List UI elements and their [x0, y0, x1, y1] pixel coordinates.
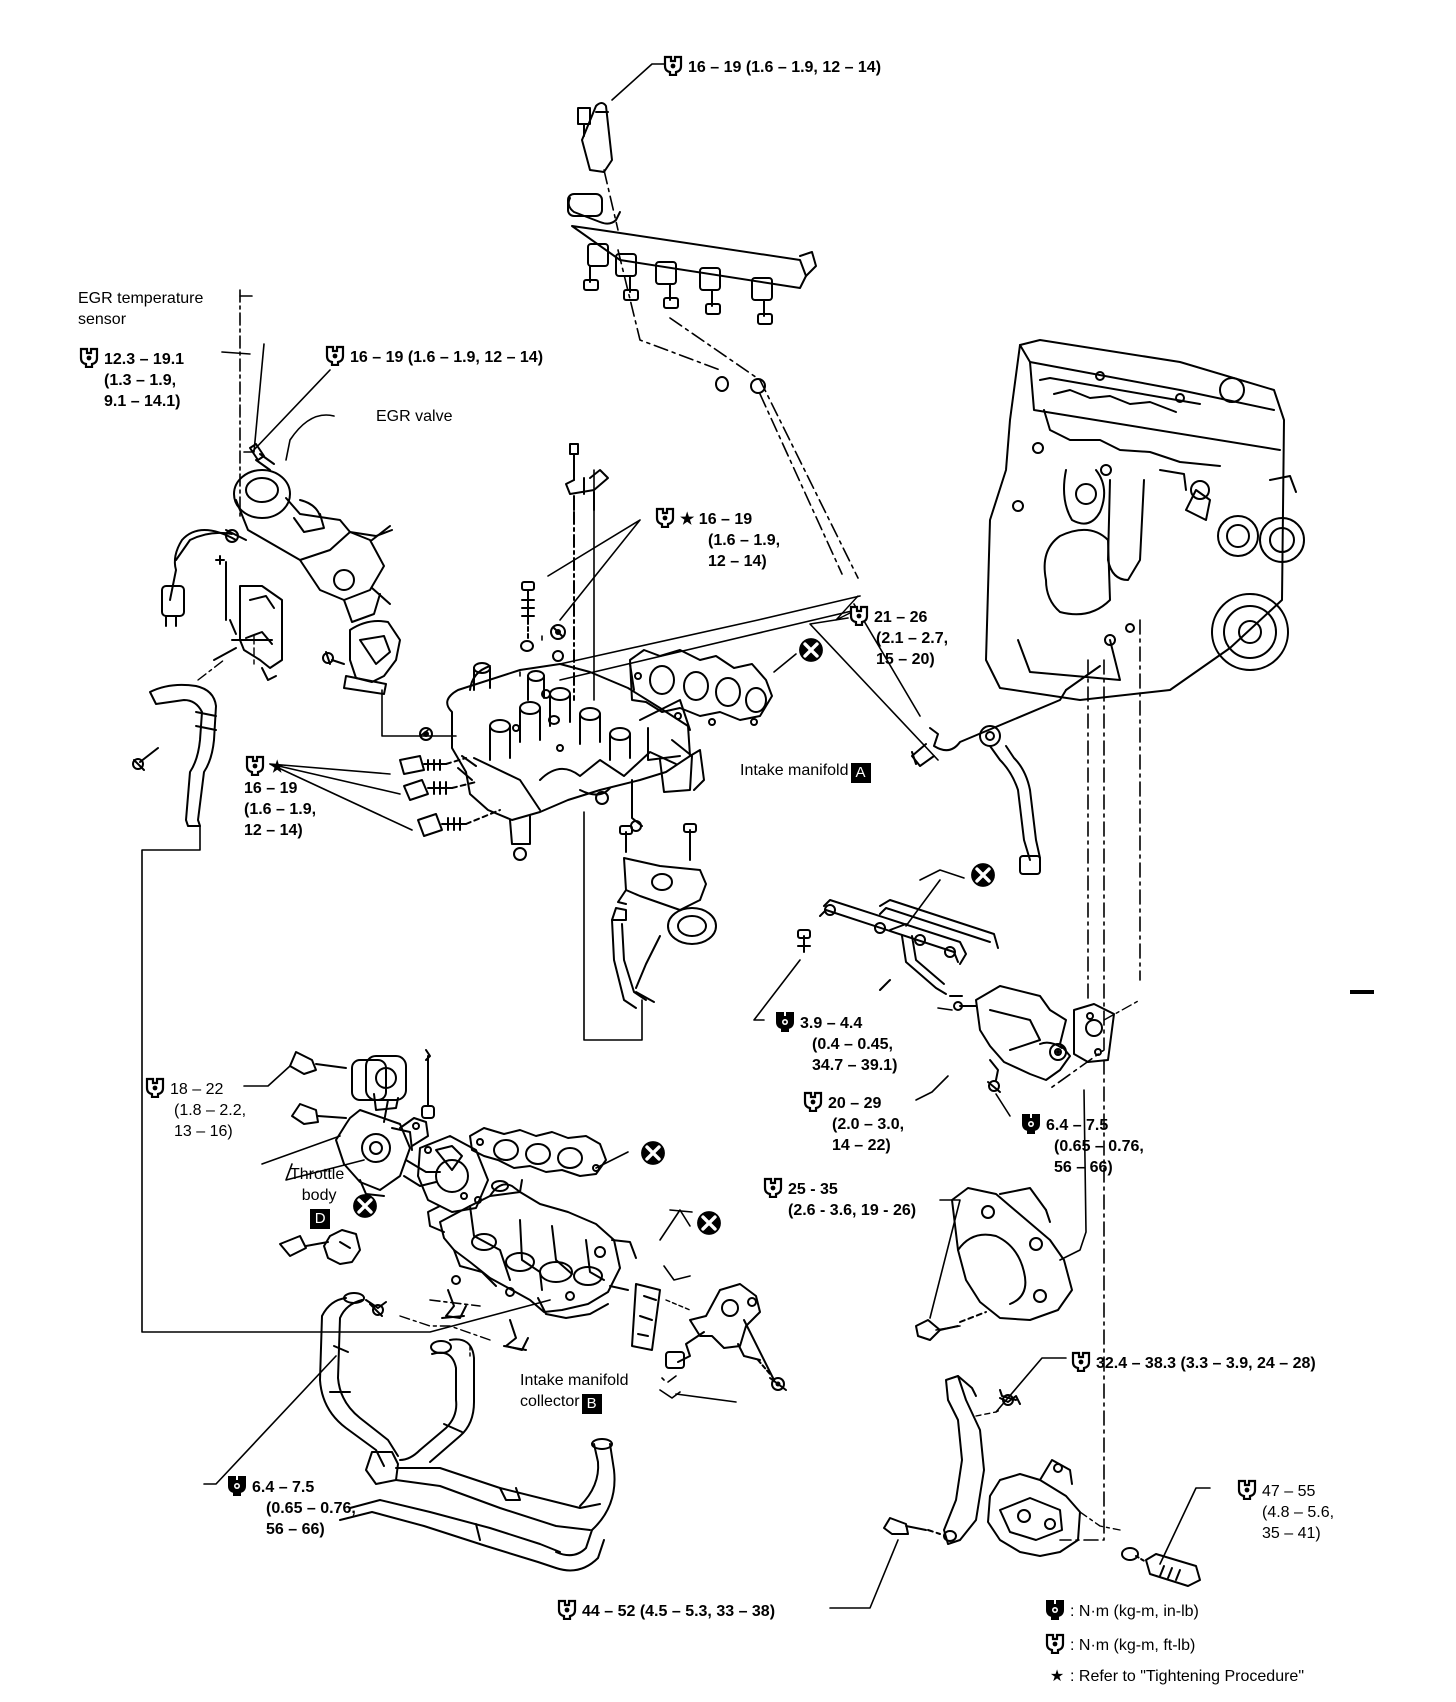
throttle-body-label: Throttle body D — [290, 1166, 345, 1229]
torque-wrench-icon — [849, 605, 869, 626]
legend: : N·m (kg-m, in-lb) : N·m (kg-m, ft-lb) … — [1044, 1598, 1304, 1687]
torque-wrench-filled-icon — [228, 1476, 246, 1496]
torque-wrench-icon — [245, 755, 265, 776]
torque-wrench-icon — [655, 507, 675, 528]
engine-mount-bracket — [883, 1375, 1201, 1587]
replace-icon — [640, 1140, 666, 1166]
manifold-star-torque-label: ★ 16 – 19 (1.6 – 1.9, 12 – 14) — [654, 506, 780, 572]
torque-wrench-filled-icon — [776, 1012, 794, 1032]
center-bracket — [583, 811, 717, 1041]
torque-wrench-icon — [663, 55, 683, 76]
egr-temperature-sensor-label: EGR temperature sensor — [78, 290, 204, 328]
through-bolt-torque-label: 47 – 55 (4.8 – 5.6, 35 – 41) — [1236, 1478, 1334, 1544]
coolant-hose-left — [132, 647, 237, 827]
torque-wrench-icon — [1045, 1633, 1065, 1654]
torque-wrench-filled-icon — [1022, 1114, 1040, 1134]
top-torque-label: 16 – 19 (1.6 – 1.9, 12 – 14) — [662, 54, 881, 78]
torque-wrench-icon — [1237, 1479, 1257, 1500]
bracket-torque-label: 21 – 26 (2.1 – 2.7, 15 – 20) — [848, 604, 948, 670]
star-icon: ★ — [680, 511, 695, 528]
torque-wrench-icon — [763, 1177, 783, 1198]
egr-sensor-torque-label: 12.3 – 19.1 (1.3 – 1.9, 9.1 – 14.1) — [78, 346, 184, 412]
throttle-body — [289, 1049, 463, 1197]
lower-right-bracket — [915, 1089, 1087, 1341]
legend-inlb: : N·m (kg-m, in-lb) — [1070, 1603, 1199, 1620]
manifold-gasket-lower — [469, 1127, 607, 1177]
fuel-tube-leaders — [753, 959, 801, 1021]
intake-manifold-collector-b — [427, 1179, 637, 1319]
replace-icon — [798, 637, 824, 663]
fuel-rail-assembly — [567, 102, 817, 394]
star-bolts — [399, 755, 501, 837]
lower-control-valve — [665, 1283, 787, 1391]
lower-bracket-torque-label: 25 - 35 (2.6 - 3.6, 19 - 26) — [762, 1176, 916, 1221]
manifold-bolts — [520, 443, 609, 701]
torque-wrench-icon — [145, 1077, 165, 1098]
manifold-gasket-upper — [629, 649, 773, 726]
intake-manifold-a — [446, 662, 705, 861]
engine-block — [985, 339, 1305, 701]
stray-mark — [1350, 990, 1374, 994]
water-hose-assembly — [319, 1292, 616, 1572]
throttle-bolt-torque-label: 18 – 22 (1.8 – 2.2, 13 – 16) — [144, 1076, 246, 1142]
torque-wrench-icon — [803, 1091, 823, 1112]
torque-wrench-icon — [557, 1599, 577, 1620]
mount-lower-bolt-torque-label: 44 – 52 (4.5 – 5.3, 33 – 38) — [556, 1598, 775, 1622]
thermostat-bolt-torque-label: 20 – 29 (2.0 – 3.0, 14 – 22) — [802, 1090, 904, 1156]
torque-wrench-filled-icon — [1046, 1600, 1064, 1620]
label-leaders — [203, 63, 1211, 1609]
legend-star-note: : Refer to "Tightening Procedure" — [1070, 1668, 1304, 1685]
replace-icon — [696, 1210, 722, 1236]
star-bolt-torque-label: ★ 16 – 19 (1.6 – 1.9, 12 – 14) — [244, 754, 316, 841]
legend-ftlb: : N·m (kg-m, ft-lb) — [1070, 1637, 1196, 1654]
egr-tube — [835, 595, 1101, 875]
torque-wrench-icon — [325, 345, 345, 366]
collector-gasket-right — [631, 1209, 691, 1351]
mount-bolt-torque-label: 32.4 – 38.3 (3.3 – 3.9, 24 – 28) — [1070, 1350, 1316, 1374]
egr-valve-torque-label: 16 – 19 (1.6 – 1.9, 12 – 14) — [324, 344, 543, 368]
torque-wrench-icon — [1071, 1351, 1091, 1372]
collector-brackets — [279, 1229, 529, 1357]
star-icon: ★ — [270, 759, 285, 776]
thermostat-housing-torque-label: 6.4 – 7.5 (0.65 – 0.76, 56 – 66) — [1020, 1112, 1144, 1178]
egr-valve-assembly — [161, 289, 393, 681]
replace-icon — [970, 862, 996, 888]
fuel-tube-assembly — [797, 869, 999, 997]
star-icon: ★ — [1049, 1668, 1065, 1685]
hose-bolt-torque-label: 6.4 – 7.5 (0.65 – 0.76, 56 – 66) — [226, 1474, 356, 1540]
torque-wrench-icon — [79, 347, 99, 368]
thermostat-housing — [953, 985, 1115, 1117]
throttle-adapter — [322, 620, 457, 741]
egr-valve-label: EGR valve — [376, 408, 453, 425]
fuel-tube-torque-label: 3.9 – 4.4 (0.4 – 0.45, 34.7 – 39.1) — [774, 1010, 897, 1076]
replace-icon — [352, 1193, 378, 1219]
